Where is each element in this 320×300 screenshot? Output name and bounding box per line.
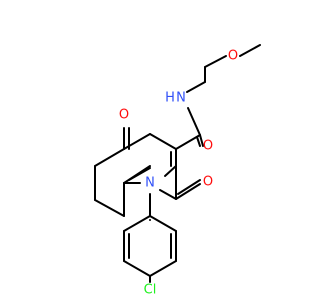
molecule-structure: O O O O N H N Cl bbox=[94, 44, 261, 298]
bond-aryl-4-5 bbox=[149, 260, 177, 277]
bond-aryl-6-1 bbox=[149, 215, 177, 232]
bond-aryl-1-2 bbox=[123, 215, 151, 232]
bond-amide-co bbox=[199, 134, 204, 147]
bond-ring-n1-c2 bbox=[159, 189, 177, 200]
atom-label-ether-oxygen: O bbox=[228, 49, 238, 64]
bond-amide-co-double bbox=[196, 136, 201, 147]
bond-aryl-3-4 bbox=[123, 260, 151, 277]
atom-label-lactam-oxygen: O bbox=[203, 175, 213, 190]
bond-o-ch3 bbox=[239, 44, 261, 57]
atom-label-amide-oxygen: O bbox=[203, 139, 213, 154]
bond-ring-c5-c4a bbox=[123, 133, 151, 150]
atom-label-amide-hydrogen: H bbox=[165, 91, 175, 106]
bond-n-ch2 bbox=[186, 81, 206, 93]
bond-amide-cn bbox=[187, 107, 201, 136]
bond-ring-c8a-c4a-double bbox=[128, 167, 151, 181]
atom-label-ring-nitrogen: N bbox=[145, 176, 155, 191]
bond-lactam-co-double bbox=[177, 179, 201, 195]
bond-lactam-co bbox=[175, 183, 201, 200]
atom-label-amide-nitrogen: N bbox=[176, 91, 186, 106]
bond-ring-c3-c2 bbox=[164, 165, 177, 177]
bond-ring-c5-c6 bbox=[94, 148, 125, 167]
bond-ch2-o bbox=[204, 55, 227, 68]
bond-ring-c4a-c4 bbox=[149, 133, 177, 150]
bond-amide-c3-cc bbox=[175, 134, 201, 150]
atom-label-chlorine: Cl bbox=[144, 283, 157, 298]
atom-label-ketone-oxygen: O bbox=[119, 108, 129, 123]
bond-ring-c7-c8 bbox=[94, 199, 125, 217]
bond-lines bbox=[94, 44, 261, 283]
